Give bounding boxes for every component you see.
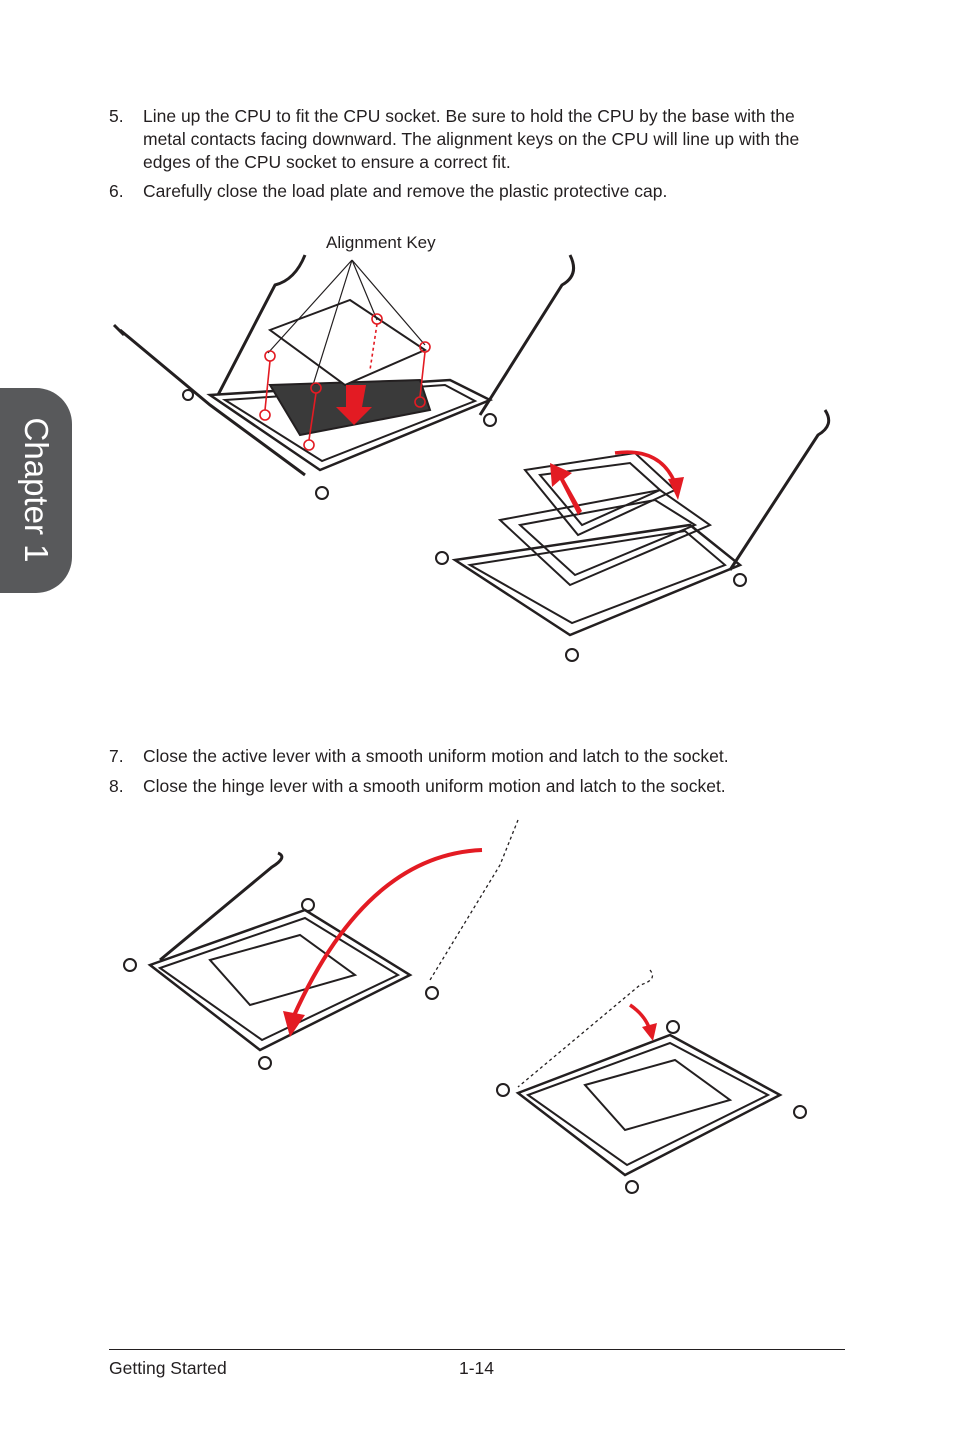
active-lever-open bbox=[728, 409, 831, 571]
step-number: 7. bbox=[109, 746, 124, 766]
cpu-chip bbox=[583, 1058, 733, 1132]
lever-close-illustration bbox=[123, 819, 807, 1194]
footer-divider bbox=[109, 1349, 845, 1350]
footer-section: Getting Started bbox=[109, 1358, 227, 1378]
socket-frame bbox=[451, 523, 743, 637]
chapter-tab: Chapter 1 bbox=[0, 388, 72, 593]
chapter-tab-label: Chapter 1 bbox=[18, 417, 55, 563]
step-text: Line up the CPU to fit the CPU socket. B… bbox=[143, 106, 800, 172]
step-number: 6. bbox=[109, 181, 124, 201]
step-7: 7. Close the active lever with a smooth … bbox=[109, 745, 839, 768]
step-5: 5. Line up the CPU to fit the CPU socket… bbox=[109, 105, 839, 174]
lift-arrow-icon bbox=[550, 463, 582, 515]
active-lever-open bbox=[478, 254, 576, 416]
hinge-lever bbox=[159, 851, 284, 962]
close-arrow-icon bbox=[290, 848, 483, 1021]
socket-frame bbox=[147, 908, 413, 1052]
rotate-arrow-icon bbox=[614, 450, 677, 484]
step-text: Carefully close the load plate and remov… bbox=[143, 181, 668, 201]
page-number: 1-14 bbox=[459, 1358, 495, 1378]
active-lever-open bbox=[216, 254, 307, 396]
step-6: 6. Carefully close the load plate and re… bbox=[109, 180, 839, 203]
cpu-chip bbox=[267, 298, 428, 387]
step-number: 5. bbox=[109, 106, 124, 126]
cpu-install-illustration bbox=[112, 254, 831, 662]
hinge-lever bbox=[119, 328, 306, 477]
socket-frame bbox=[515, 1033, 783, 1177]
load-plate bbox=[497, 488, 713, 587]
cpu-chip bbox=[208, 933, 358, 1007]
down-arrow-icon bbox=[336, 385, 372, 425]
step-8: 8. Close the hinge lever with a smooth u… bbox=[109, 775, 839, 798]
alignment-key-label: Alignment Key bbox=[326, 233, 436, 252]
step-number: 8. bbox=[109, 776, 124, 796]
step-text: Close the hinge lever with a smooth unif… bbox=[143, 776, 726, 796]
step-text: Close the active lever with a smooth uni… bbox=[143, 746, 729, 766]
